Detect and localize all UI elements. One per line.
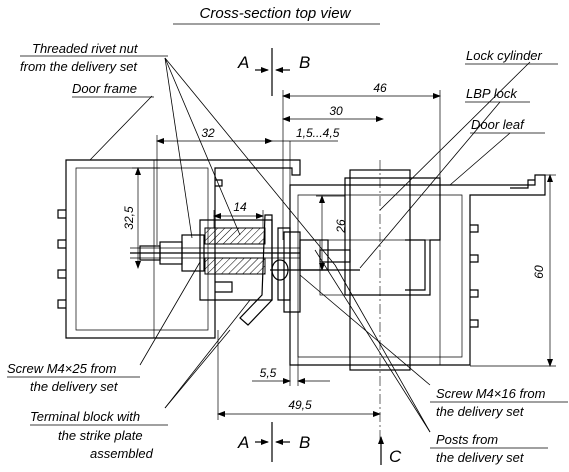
- callout-lbp-lock: LBP lock: [466, 86, 518, 101]
- callout-screw-m4x25-line1: Screw M4×25 from: [7, 361, 117, 376]
- screw-m4x16: [270, 259, 360, 281]
- dimension-32-5-value: 32,5: [122, 206, 136, 230]
- dimension-26-value: 26: [334, 219, 348, 234]
- section-label-a-top: A: [237, 53, 249, 72]
- door-frame-profile: [57, 159, 301, 339]
- dimension-32-value: 32: [201, 126, 215, 140]
- callout-door-leaf: Door leaf: [471, 117, 525, 132]
- dimension-1-5-4-5-value: 1,5...4,5: [296, 126, 340, 140]
- section-mark-bottom: [255, 422, 290, 462]
- dimension-46: [282, 90, 441, 240]
- dimension-5-5: [252, 312, 330, 386]
- drawing-title: Cross-section top view: [200, 5, 352, 22]
- dimension-49-5-value: 49,5: [288, 398, 312, 412]
- callout-terminal-block-line1: Terminal block with: [30, 409, 140, 424]
- section-label-b-top: B: [299, 53, 310, 72]
- section-mark-top: [255, 48, 290, 96]
- callout-door-frame: Door frame: [72, 81, 137, 96]
- section-label-a-bottom: A: [237, 433, 249, 452]
- dimension-32: [156, 135, 273, 245]
- callout-rivet-nut-line2: from the delivery set: [20, 59, 138, 74]
- dimension-14-value: 14: [233, 200, 247, 214]
- section-label-b-bottom: B: [299, 433, 310, 452]
- callout-posts-line2: the delivery set: [436, 450, 525, 465]
- callout-screw-m4x25-line2: the delivery set: [30, 379, 119, 394]
- dimension-46-value: 46: [373, 81, 387, 95]
- callout-rivet-nut-line1: Threaded rivet nut: [32, 41, 139, 56]
- dimension-1-5-4-5: [272, 140, 338, 228]
- callout-screw-m4x16-line1: Screw M4×16 from: [436, 386, 546, 401]
- dimension-5-5-value: 5,5: [260, 366, 277, 380]
- terminal-block: [199, 214, 301, 326]
- dimension-60-value: 60: [532, 265, 546, 279]
- callout-lock-cylinder: Lock cylinder: [466, 48, 543, 63]
- lock-cylinder: [349, 160, 411, 440]
- dimension-60: [470, 174, 556, 367]
- view-label-c: C: [389, 447, 402, 466]
- dimension-32-5: [132, 167, 160, 269]
- dimension-30-value: 30: [329, 104, 343, 118]
- leader-lines: [89, 57, 531, 433]
- callout-posts-line1: Posts from: [436, 432, 498, 447]
- dimension-14: [213, 210, 264, 228]
- dimension-26: [316, 195, 345, 271]
- callout-terminal-block-line3: assembled: [90, 446, 154, 461]
- screw-m4x25: [130, 247, 300, 259]
- callout-terminal-block-line2: the strike plate: [58, 428, 143, 443]
- callout-screw-m4x16-line2: the delivery set: [436, 404, 525, 419]
